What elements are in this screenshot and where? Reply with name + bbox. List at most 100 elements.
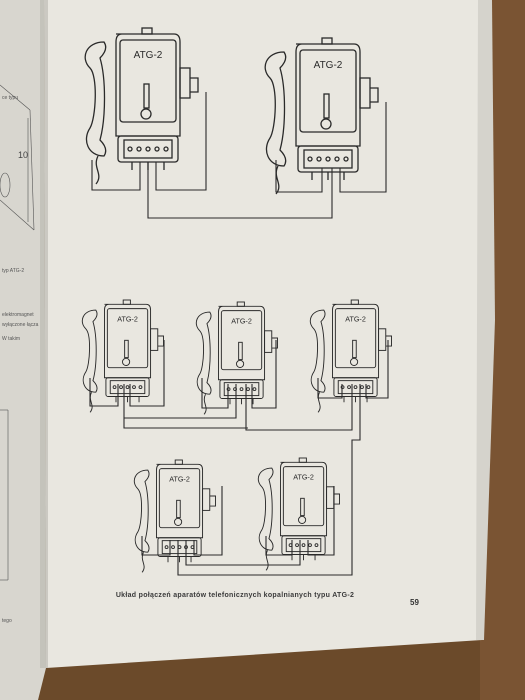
terminal-screw-icon — [145, 146, 151, 152]
handset-icon — [257, 467, 274, 551]
cord-icon — [275, 165, 280, 195]
phone-unit-4: ATG-2 — [195, 301, 278, 415]
terminal-screw-icon — [347, 385, 351, 390]
terminal-screw-icon — [127, 146, 133, 152]
side-bell-icon — [378, 328, 387, 351]
terminal-screw-icon — [288, 543, 293, 548]
hook-switch-icon — [323, 93, 330, 119]
left-text-5: tego — [2, 618, 12, 624]
hook-switch-icon — [124, 339, 129, 359]
left-text-1: elektromagnet — [2, 312, 34, 318]
terminal-screw-icon — [295, 543, 299, 548]
crank-icon — [370, 87, 379, 103]
left-text-2: wyłączone łącza — [2, 322, 39, 328]
left-fig-label: typ ATG-2 — [2, 268, 25, 274]
page-number: 59 — [410, 598, 419, 607]
phone-top-lug — [298, 457, 307, 463]
terminal-screw-icon — [125, 385, 130, 390]
phone-top-lug — [321, 37, 333, 45]
phone-top-lug — [174, 459, 183, 465]
left-page — [0, 0, 46, 700]
terminal-screw-icon — [184, 545, 188, 550]
terminal-strip — [303, 149, 353, 169]
phone-unit-3: ATG-2 — [81, 299, 164, 413]
side-bell-icon — [202, 488, 211, 511]
terminal-box — [157, 537, 202, 557]
crank-icon — [385, 335, 392, 347]
hook-switch-icon — [143, 83, 150, 109]
handset-icon — [264, 51, 287, 167]
crank-icon — [209, 495, 216, 507]
phone-label: ATG-2 — [293, 473, 314, 482]
hook-switch-icon — [176, 499, 181, 519]
figure-caption: Układ połączeń aparatów telefonicznych k… — [115, 592, 355, 599]
phone-top-lug — [122, 299, 131, 305]
terminal-screw-icon — [163, 146, 169, 152]
crank-icon — [333, 493, 340, 505]
dial-knob-icon — [350, 357, 359, 366]
phone-panel — [282, 466, 325, 527]
terminal-screw-icon — [252, 387, 257, 392]
terminal-box — [281, 535, 326, 555]
phone-label: ATG-2 — [117, 315, 138, 324]
terminal-screw-icon — [119, 385, 123, 390]
side-bell-icon — [359, 77, 371, 109]
terminal-screw-icon — [301, 543, 306, 548]
phone-unit-7: ATG-2 — [257, 457, 340, 571]
terminal-screw-icon — [233, 387, 237, 392]
phone-panel — [119, 39, 177, 123]
terminal-screw-icon — [308, 543, 312, 548]
terminal-screw-icon — [138, 385, 143, 390]
dial-knob-icon — [320, 118, 332, 130]
phone-panel — [220, 310, 263, 371]
handset-icon — [309, 309, 326, 393]
phone-label: ATG-2 — [314, 60, 343, 71]
terminal-screw-icon — [307, 156, 313, 162]
terminal-strip — [285, 538, 322, 553]
dial-knob-icon — [140, 108, 152, 120]
phone-unit-1: ATG-2 — [84, 27, 199, 185]
terminal-screw-icon — [334, 156, 340, 162]
cord-icon — [89, 391, 93, 413]
terminal-screw-icon — [366, 385, 371, 390]
terminal-screw-icon — [246, 387, 250, 392]
terminal-screw-icon — [164, 545, 169, 550]
hook-switch-icon — [352, 339, 357, 359]
cord-icon — [317, 391, 321, 413]
terminal-strip — [123, 139, 173, 159]
terminal-screw-icon — [325, 156, 331, 162]
terminal-screw-icon — [360, 385, 364, 390]
terminal-screw-icon — [239, 387, 244, 392]
side-bell-icon — [326, 486, 335, 509]
terminal-screw-icon — [353, 385, 358, 390]
terminal-screw-icon — [190, 545, 195, 550]
phone-label: ATG-2 — [134, 50, 163, 61]
cord-icon — [203, 393, 207, 415]
dial-knob-icon — [174, 517, 183, 526]
phone-label: ATG-2 — [231, 317, 252, 326]
left-text-3: W takim — [2, 336, 21, 342]
left-page-drawing — [0, 84, 35, 581]
connection-wires — [89, 92, 389, 576]
phone-unit-2: ATG-2 — [264, 37, 379, 195]
terminal-screw-icon — [177, 545, 182, 550]
page-edge-shadow — [476, 0, 495, 640]
hook-switch-icon — [300, 497, 305, 517]
right-page — [44, 0, 488, 668]
left-frag-a: ce typu — [2, 95, 19, 101]
terminal-screw-icon — [112, 385, 117, 390]
terminal-screw-icon — [314, 543, 319, 548]
phone-panel — [158, 468, 201, 529]
terminal-strip — [223, 382, 260, 397]
terminal-screw-icon — [340, 385, 345, 390]
terminal-screw-icon — [226, 387, 231, 392]
hook-switch-icon — [238, 341, 243, 361]
dial-knob-icon — [298, 515, 307, 524]
handset-icon — [84, 41, 107, 157]
phone-top-lug — [141, 27, 153, 35]
phone-panel — [299, 49, 357, 133]
phone-unit-5: ATG-2 — [309, 299, 392, 413]
dial-knob-icon — [236, 359, 245, 368]
